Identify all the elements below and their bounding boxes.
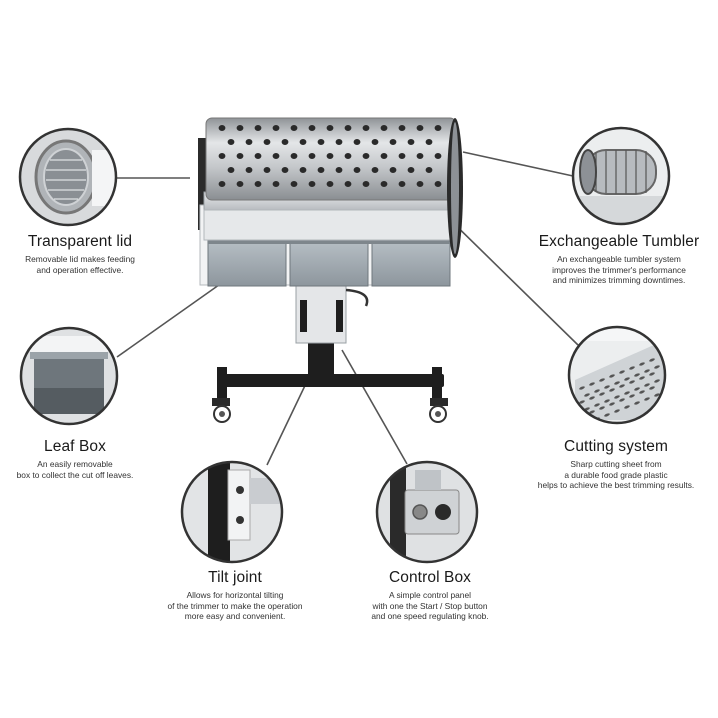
connector-control-box xyxy=(341,349,408,465)
trimmer-machine xyxy=(198,117,463,423)
label-control-box: Control Box A simple control panel with … xyxy=(340,569,520,622)
detail-exchangeable-tumbler xyxy=(571,126,671,226)
label-transparent-lid: Transparent lid Removable lid makes feed… xyxy=(0,233,160,275)
label-exchangeable-tumbler: Exchangeable Tumbler An exchangeable tum… xyxy=(524,233,714,286)
feature-description: Sharp cutting sheet from a durable food … xyxy=(537,459,695,490)
drum-holes xyxy=(218,125,442,187)
detail-control-box xyxy=(375,460,479,564)
feature-description: An exchangeable tumbler system improves … xyxy=(552,254,686,285)
feature-title: Cutting system xyxy=(564,438,668,455)
connector-exchangeable-tumbler xyxy=(462,151,574,177)
detail-cutting-system xyxy=(567,325,667,425)
feature-description: Allows for horizontal tilting of the tri… xyxy=(167,590,303,621)
feature-title: Exchangeable Tumbler xyxy=(538,233,700,250)
feature-description: A simple control panel with one the Star… xyxy=(371,590,489,621)
detail-leaf-box xyxy=(19,326,119,426)
feature-description: An easily removable box to collect the c… xyxy=(16,459,134,480)
feature-title: Control Box xyxy=(388,569,472,586)
label-tilt-joint: Tilt joint Allows for horizontal tilting… xyxy=(140,569,330,622)
detail-tilt-joint xyxy=(180,460,284,564)
feature-title: Tilt joint xyxy=(208,569,262,586)
feature-title: Leaf Box xyxy=(44,438,106,455)
feature-title: Transparent lid xyxy=(27,233,133,250)
label-cutting-system: Cutting system Sharp cutting sheet from … xyxy=(518,438,714,491)
detail-transparent-lid xyxy=(18,127,118,227)
label-leaf-box: Leaf Box An easily removable box to coll… xyxy=(0,438,150,480)
feature-description: Removable lid makes feeding and operatio… xyxy=(25,254,135,275)
